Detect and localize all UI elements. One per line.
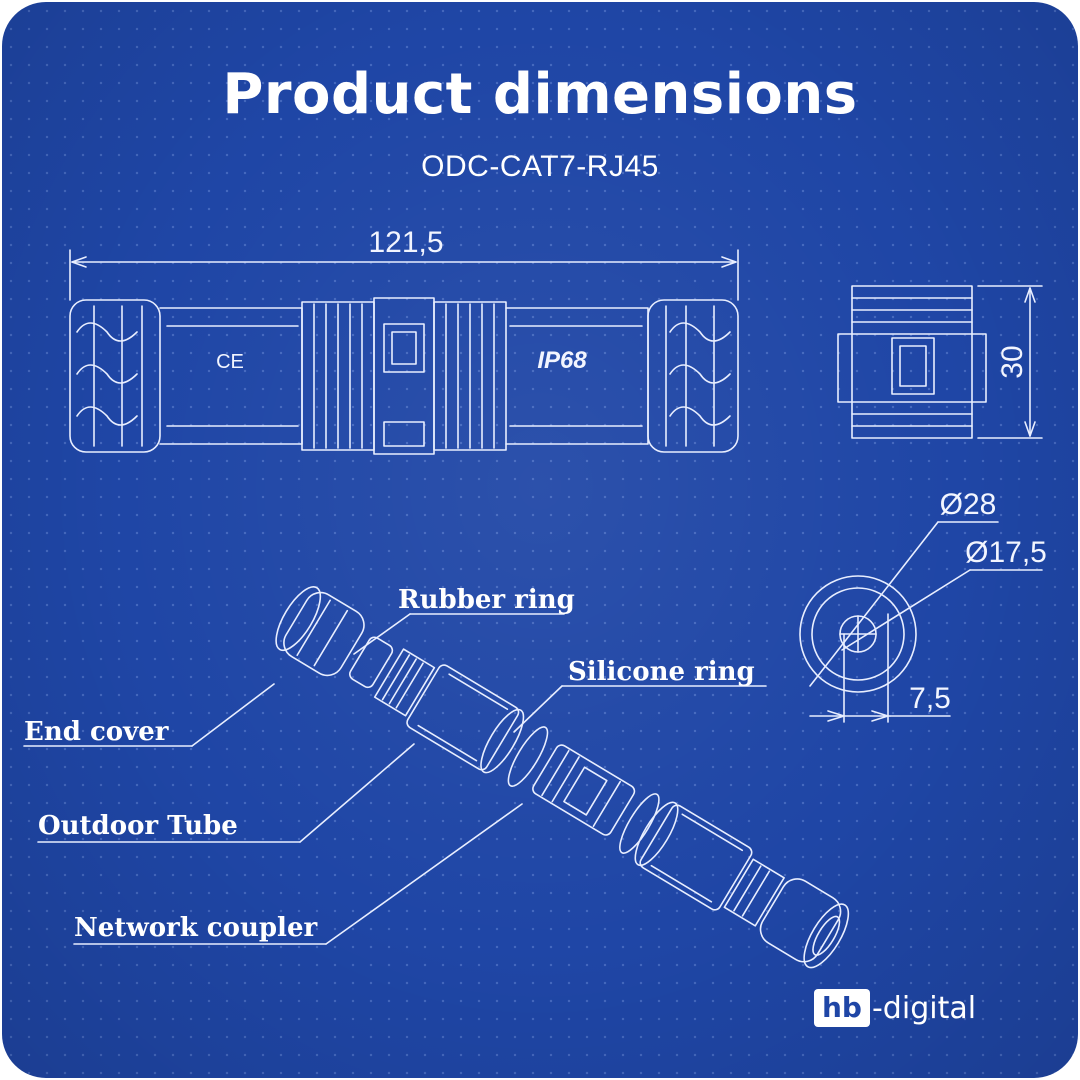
inner-diameter-label: Ø17,5 <box>965 536 1047 569</box>
model-number: ODC-CAT7-RJ45 <box>421 150 659 183</box>
height-view-connector <box>837 285 987 439</box>
height-dimension-line <box>977 285 1043 439</box>
logo-text: -digital <box>871 990 977 1026</box>
callout-end-cover: End cover <box>24 717 169 747</box>
ce-marking: CE <box>216 351 244 373</box>
length-label: 121,5 <box>368 226 443 259</box>
end-view-connector <box>799 521 1043 723</box>
brand-logo: hb -digital <box>814 988 976 1028</box>
callout-leaders <box>23 613 767 945</box>
offset-label: 7,5 <box>909 682 951 715</box>
height-label: 30 <box>996 345 1029 378</box>
callout-rubber-ring: Rubber ring <box>398 585 575 615</box>
page-title: Product dimensions <box>222 62 858 127</box>
outer-diameter-label: Ø28 <box>940 488 997 521</box>
callout-silicone-ring: Silicone ring <box>568 657 755 687</box>
callout-outdoor-tube: Outdoor Tube <box>38 811 238 841</box>
length-dimension-line <box>69 249 739 301</box>
exploded-assembly <box>275 586 850 969</box>
ip-rating-marking: IP68 <box>537 347 587 374</box>
logo-mark: hb <box>814 989 870 1027</box>
callout-network-coupler: Network coupler <box>74 913 317 943</box>
side-view-connector <box>69 297 739 455</box>
